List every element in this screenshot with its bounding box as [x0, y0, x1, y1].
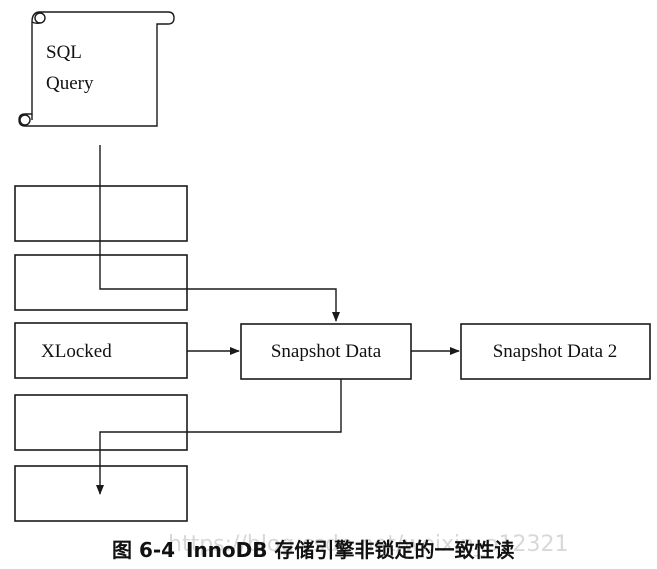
- snapshot-data-2-box: [460, 323, 651, 380]
- row-box-xlocked: [14, 322, 188, 379]
- row-box-1: [14, 185, 188, 242]
- row-box-2: [14, 254, 188, 311]
- xlocked-label: XLocked: [41, 341, 112, 362]
- figure-caption: 图 6-4 InnoDB 存储引擎非锁定的一致性读: [112, 538, 514, 562]
- snapshot-data-label: Snapshot Data: [271, 341, 382, 362]
- caption-figure-number: 图 6-4: [112, 538, 175, 562]
- sql-query-line-1: SQL: [46, 42, 82, 63]
- row-stack: XLocked: [14, 185, 188, 522]
- sql-query-line-2: Query: [46, 73, 94, 94]
- caption-text: InnoDB 存储引擎非锁定的一致性读: [186, 538, 514, 562]
- watermark-text: https://blog.csdn.net/weixin_o12321: [168, 532, 569, 557]
- row-box-4: [14, 394, 188, 451]
- snapshot-data-2-label: Snapshot Data 2: [493, 341, 618, 362]
- row-box-5: [14, 465, 188, 522]
- query-path-arrow: [99, 145, 340, 322]
- sql-query-scroll: SQL Query: [18, 11, 175, 127]
- snapshot-nodes: Snapshot Data Snapshot Data 2: [240, 323, 651, 380]
- snapshot-data-box: [240, 323, 412, 380]
- return-path-arrow: [96, 379, 342, 495]
